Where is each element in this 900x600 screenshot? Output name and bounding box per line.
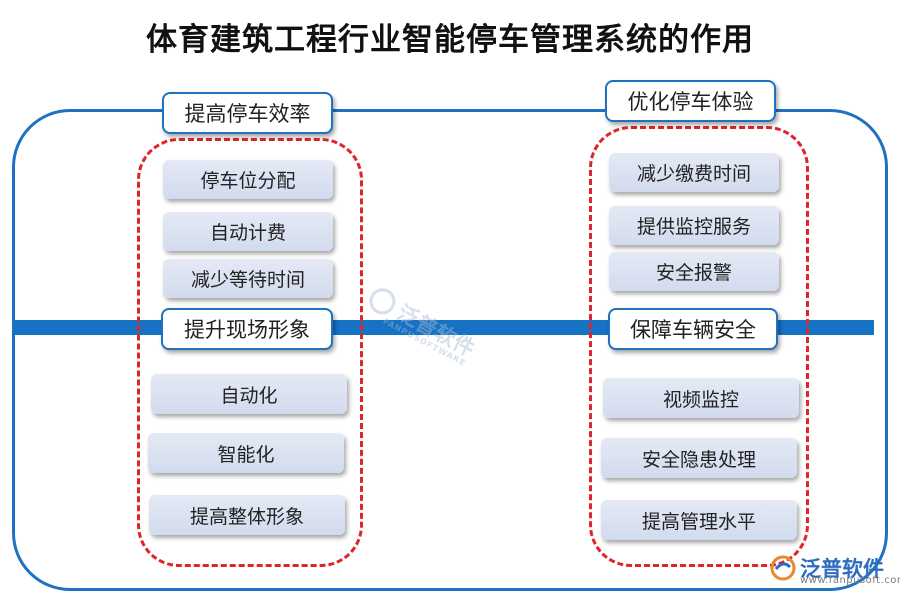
item-parking-space-allocation: 停车位分配 bbox=[163, 160, 333, 199]
left-group-outline bbox=[137, 138, 363, 567]
header-improve-site-image: 提升现场形象 bbox=[161, 308, 333, 350]
item-automation: 自动化 bbox=[151, 374, 347, 414]
brand-name: 泛普软件 bbox=[800, 557, 884, 581]
header-ensure-vehicle-safety: 保障车辆安全 bbox=[608, 308, 778, 350]
item-improve-management-level: 提高管理水平 bbox=[601, 500, 797, 540]
item-reduce-payment-time: 减少缴费时间 bbox=[609, 153, 779, 192]
item-video-surveillance: 视频监控 bbox=[603, 378, 799, 418]
item-reduce-waiting-time: 减少等待时间 bbox=[163, 259, 333, 298]
brand-logo: 泛普软件 www.fanpusoft.com bbox=[770, 553, 900, 586]
right-group-outline bbox=[589, 126, 809, 567]
brand-url: www.fanpusoft.com bbox=[800, 575, 900, 586]
item-provide-monitoring-service: 提供监控服务 bbox=[609, 206, 779, 245]
item-improve-overall-image: 提高整体形象 bbox=[149, 495, 345, 535]
item-security-alarm: 安全报警 bbox=[609, 252, 779, 291]
header-optimize-parking-experience: 优化停车体验 bbox=[605, 80, 776, 122]
item-safety-hazard-handling: 安全隐患处理 bbox=[601, 438, 797, 478]
header-improve-parking-efficiency: 提高停车效率 bbox=[162, 92, 333, 134]
diagram-title: 体育建筑工程行业智能停车管理系统的作用 bbox=[146, 22, 754, 58]
brand-swirl-icon bbox=[770, 555, 796, 581]
item-automatic-billing: 自动计费 bbox=[163, 212, 333, 251]
item-intelligence: 智能化 bbox=[148, 433, 344, 473]
outer-frame bbox=[12, 109, 888, 591]
